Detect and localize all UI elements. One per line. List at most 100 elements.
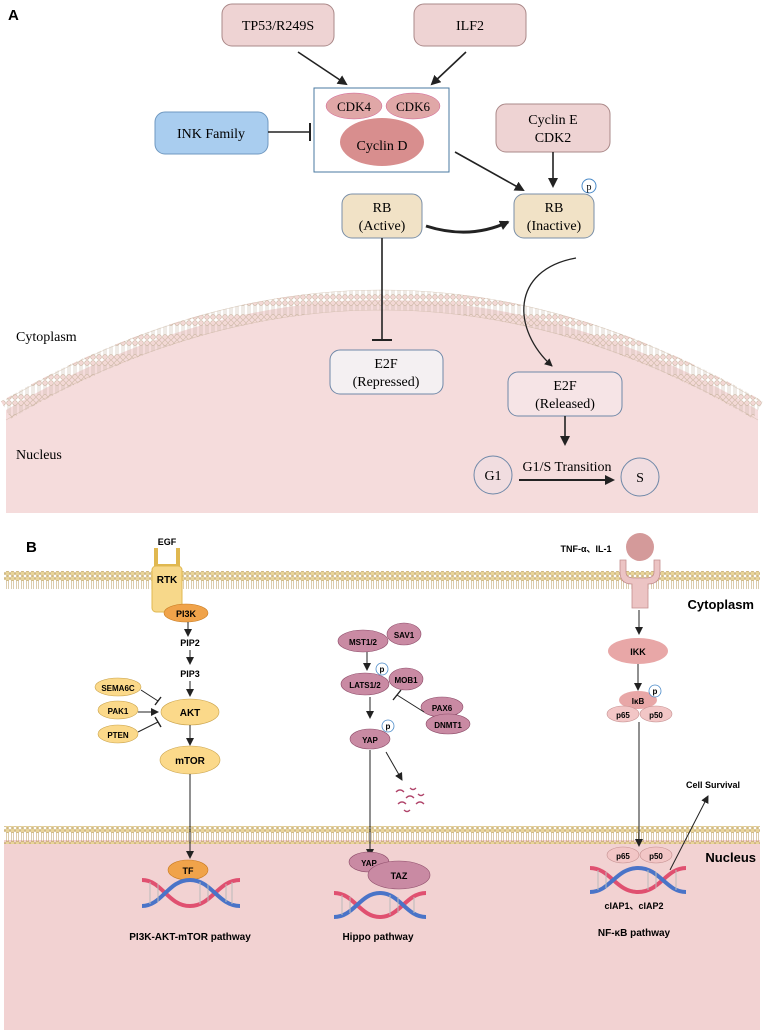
- s-node: [620, 457, 660, 497]
- degradation-fragments-icon: [395, 787, 425, 813]
- ilf2-arrow: [430, 51, 467, 86]
- lats-label: LATS1/2: [349, 681, 381, 690]
- rb-active-state: (Active): [359, 219, 406, 234]
- e2f-repressed-node: [329, 349, 444, 395]
- cyclin-d-label: Cyclin D: [357, 139, 408, 154]
- nucleus-label-b: Nucleus: [705, 850, 756, 865]
- nfkb-pathway-title: NF-κB pathway: [598, 928, 671, 939]
- nucleus-region: [6, 300, 758, 513]
- cdk6-shape: [385, 92, 441, 120]
- mst-label: MST1/2: [349, 638, 378, 647]
- pten-inhibit-line: [137, 721, 159, 733]
- rb-inactivation-arrow: [425, 220, 510, 234]
- panel-a-label: A: [8, 7, 19, 24]
- pten-node: [97, 724, 139, 744]
- phospho-badge-ikb: [648, 684, 662, 698]
- mob1-label: MOB1: [394, 676, 418, 685]
- mtor-label: mTOR: [175, 756, 206, 767]
- sav1-node: [386, 622, 422, 646]
- panel-b: B EGF RTK PI3K PIP2 PIP3 SEMA6C PAK1 PTE…: [4, 533, 760, 1030]
- sema6c-inhibit-bar: [154, 696, 162, 706]
- mst-node: [337, 629, 389, 653]
- hippo-pathway-title: Hippo pathway: [342, 932, 414, 943]
- cyclin-d-to-rb-arrow: [454, 151, 525, 191]
- rb-release-curve: [523, 257, 577, 367]
- e2f-repressed-state: (Repressed): [353, 375, 420, 390]
- dna-helix-1: [141, 877, 241, 909]
- cyclin-e-label: Cyclin E: [528, 113, 577, 128]
- e2f-released-label: E2F: [553, 379, 577, 394]
- p65-node: [606, 705, 640, 723]
- panel-a: A TP53/R249S ILF2 Cyclin D CDK4 CDK6 INK…: [0, 3, 764, 513]
- pax6-inhibit-bar: [392, 689, 402, 701]
- pax6-label: PAX6: [432, 704, 453, 713]
- pi3k-pathway-title: PI3K-AKT-mTOR pathway: [129, 932, 251, 943]
- rb-active-label: RB: [373, 201, 392, 216]
- tnf-label: TNF-α、IL-1: [560, 544, 611, 554]
- phospho-badge-lats: [375, 662, 389, 676]
- cdk4-label: CDK4: [337, 99, 371, 114]
- cdk6-label: CDK6: [396, 99, 430, 114]
- rtk-label: RTK: [157, 575, 178, 586]
- dnmt1-node: [425, 713, 471, 735]
- p65-label: p65: [616, 711, 630, 720]
- cytoplasm-label-a: Cytoplasm: [16, 330, 77, 345]
- dna-helix-2: [333, 890, 427, 920]
- ilf2-label: ILF2: [456, 19, 484, 34]
- mob1-node: [388, 667, 424, 691]
- e2f-released-state: (Released): [535, 397, 595, 412]
- phospho-badge-yap-label: p: [386, 722, 391, 731]
- cytoplasm-label-b: Cytoplasm: [688, 597, 754, 612]
- pip3-label: PIP3: [180, 669, 200, 679]
- p50-node: [639, 705, 673, 723]
- p65-nuclear-label: p65: [616, 852, 630, 861]
- rb-inactive-state: (Inactive): [527, 219, 582, 234]
- panel-b-label: B: [26, 539, 37, 556]
- yap-degradation-arrow: [385, 751, 403, 781]
- e2f-repressed-label: E2F: [374, 357, 398, 372]
- sav1-label: SAV1: [394, 631, 415, 640]
- rb-inactive-label: RB: [545, 201, 564, 216]
- sema6c-label: SEMA6C: [101, 684, 135, 693]
- pax6-inhibit-line: [396, 694, 425, 713]
- transition-label: G1/S Transition: [522, 460, 611, 475]
- akt-label: AKT: [180, 708, 201, 719]
- tp53-label: TP53/R249S: [242, 19, 314, 34]
- cdk2-label: CDK2: [535, 131, 572, 146]
- nucleus-label-a: Nucleus: [16, 448, 62, 463]
- phospho-badge-rb-label: p: [587, 182, 592, 193]
- yap-nuclear-label: YAP: [361, 859, 377, 868]
- p50-nuclear-node: [639, 846, 673, 864]
- ikb-label: IκB: [632, 697, 645, 706]
- ikk-node: [608, 638, 668, 664]
- pten-inhibit-bar: [154, 716, 162, 728]
- p65-nuclear-node: [606, 846, 640, 864]
- taz-label: TAZ: [391, 871, 408, 881]
- yap-node: [349, 728, 391, 750]
- phospho-badge-yap: [381, 719, 395, 733]
- ilf2-node: [413, 3, 527, 47]
- taz-node: [367, 860, 431, 890]
- cell-survival-label: Cell Survival: [686, 780, 740, 790]
- pi3k-node: [163, 603, 209, 623]
- lats-node: [340, 672, 390, 696]
- sema6c-node: [94, 677, 142, 697]
- dnmt1-label: DNMT1: [434, 721, 462, 730]
- plasma-membrane: [4, 571, 760, 589]
- pip2-label: PIP2: [180, 638, 200, 648]
- phospho-badge-rb: [581, 178, 597, 194]
- pten-label: PTEN: [107, 731, 129, 740]
- cdk4-shape: [325, 92, 383, 120]
- dna-helix-3: [589, 865, 687, 895]
- ciap-label: cIAP1、cIAP2: [604, 901, 663, 911]
- g1-label: G1: [484, 469, 501, 484]
- s-label: S: [636, 471, 644, 486]
- cyclin-d-shape: [340, 118, 424, 166]
- nuclear-membrane-b: [4, 826, 760, 844]
- tf-label: TF: [183, 866, 194, 876]
- rb-inactive-node: [513, 193, 595, 239]
- p50-label: p50: [649, 711, 663, 720]
- sema6c-inhibit-line: [140, 689, 159, 702]
- tnf-receptor: [619, 559, 661, 609]
